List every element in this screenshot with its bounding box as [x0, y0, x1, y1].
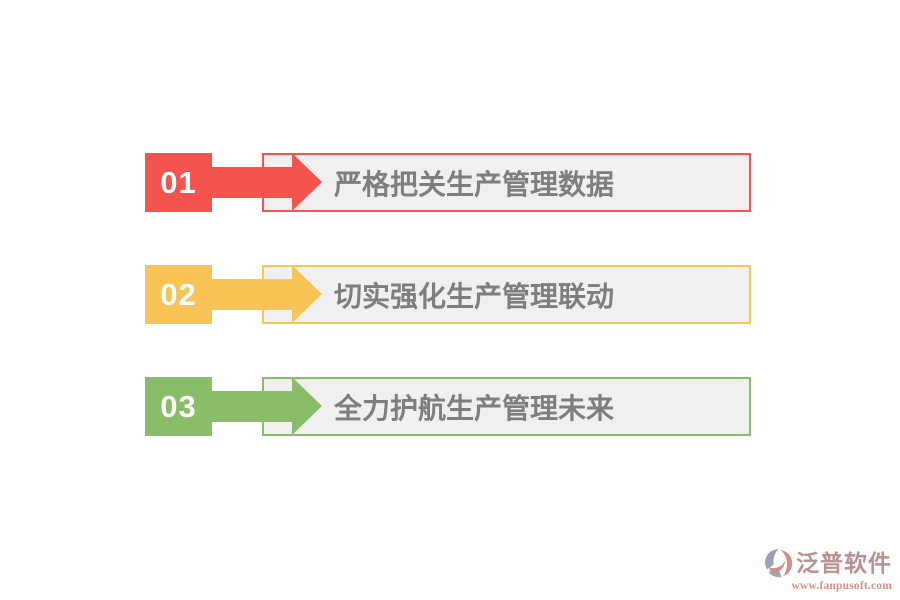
step-row: 全力护航生产管理未来 03	[0, 377, 900, 436]
step-label: 全力护航生产管理未来	[334, 392, 615, 424]
step-number-badge: 03	[145, 377, 212, 436]
step-number: 01	[160, 164, 197, 200]
arrow-shaft	[211, 167, 293, 198]
arrow-head-icon	[292, 265, 322, 323]
arrow-shaft	[211, 391, 293, 422]
fanpu-logo: 泛普软件 www.fanpusoft.com	[764, 548, 892, 592]
arrow-head-icon	[292, 377, 322, 435]
step-label: 严格把关生产管理数据	[334, 168, 615, 200]
step-number: 03	[160, 388, 197, 424]
step-label-box: 严格把关生产管理数据	[262, 153, 751, 212]
step-number: 02	[160, 276, 197, 312]
fanpu-logo-url: www.fanpusoft.com	[791, 580, 892, 592]
step-label: 切实强化生产管理联动	[334, 280, 615, 312]
step-number-badge: 01	[145, 153, 212, 212]
step-row: 切实强化生产管理联动 02	[0, 265, 900, 324]
arrow-head-icon	[292, 153, 322, 211]
step-row: 严格把关生产管理数据 01	[0, 153, 900, 212]
step-number-badge: 02	[145, 265, 212, 324]
step-label-box: 切实强化生产管理联动	[262, 265, 751, 324]
arrow-shaft	[211, 279, 293, 310]
fanpu-logo-icon	[765, 548, 793, 578]
step-label-box: 全力护航生产管理未来	[262, 377, 751, 436]
fanpu-logo-name: 泛普软件	[796, 550, 892, 576]
